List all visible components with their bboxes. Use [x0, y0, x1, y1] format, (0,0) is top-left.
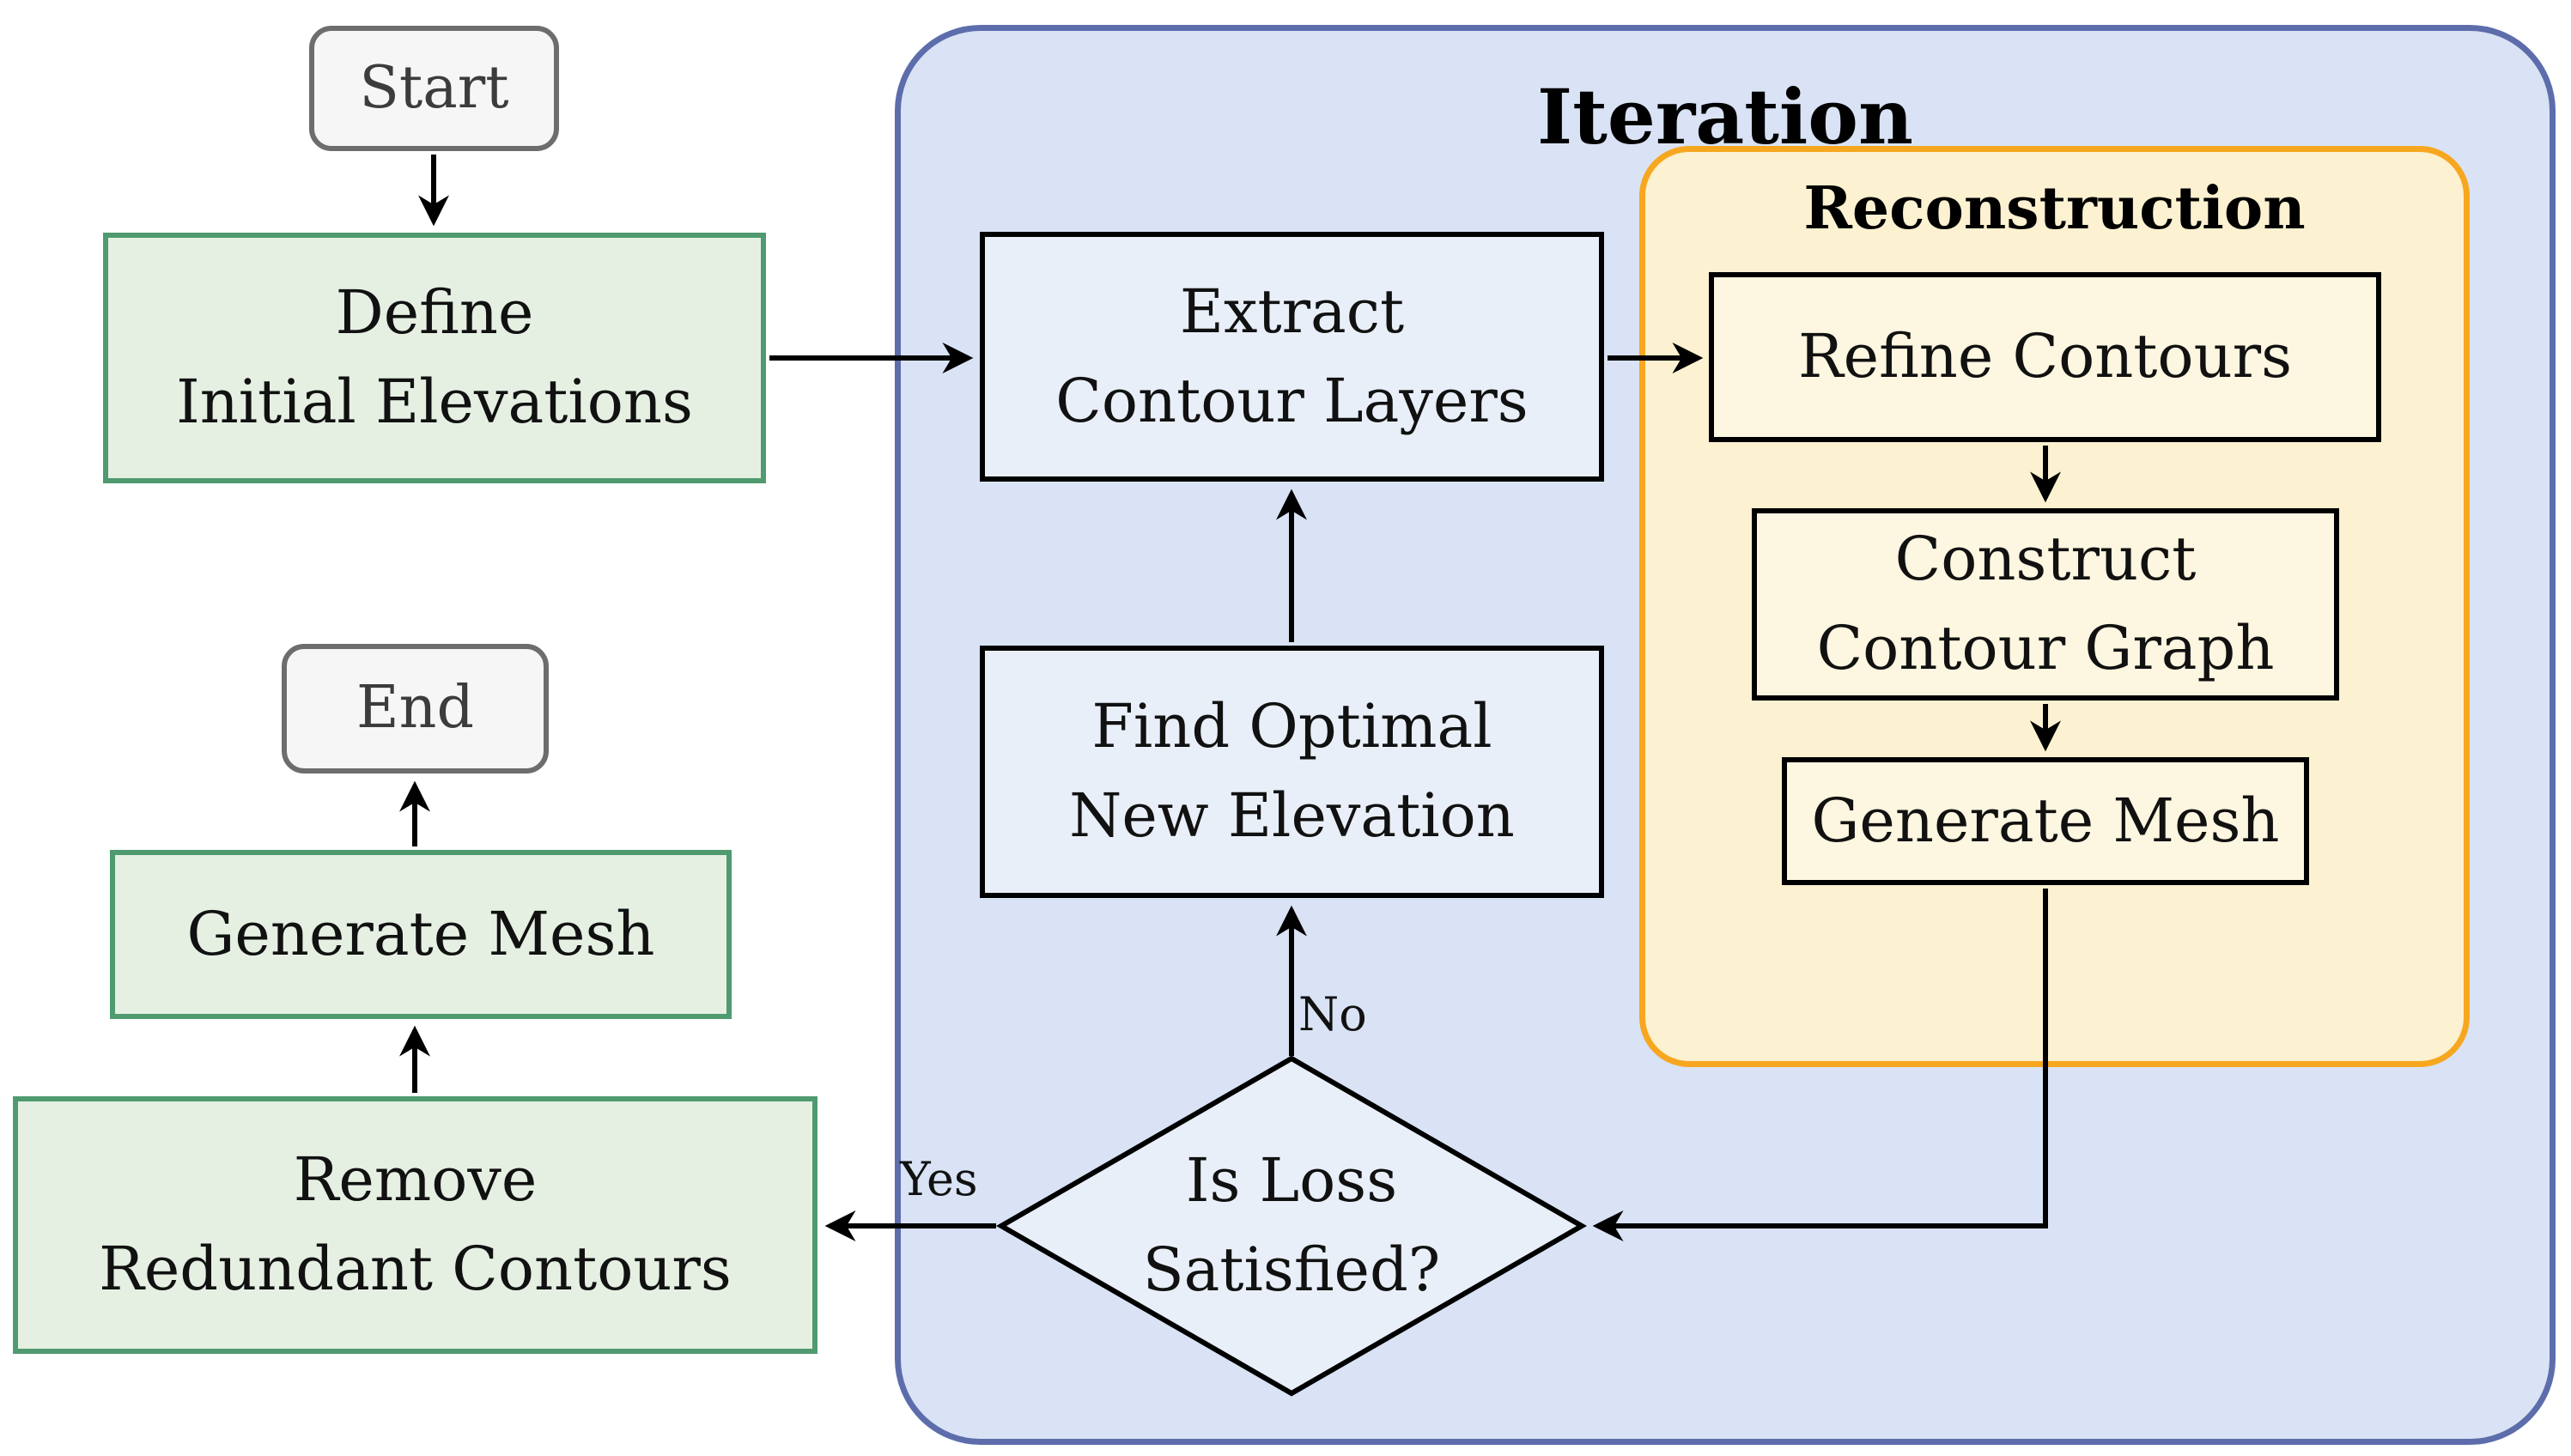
- no-edge-label: No: [1298, 987, 1367, 1041]
- extract-label-line1: Extract: [1179, 276, 1405, 347]
- remove-label-line1: Remove: [293, 1144, 538, 1216]
- is-loss-satisfied-line2: Satisfied?: [1142, 1235, 1441, 1305]
- generate-mesh-reconstruction-label: Generate Mesh: [1811, 785, 2280, 856]
- yes-edge-label: Yes: [900, 1152, 978, 1206]
- find-optimal-label-line2: New Elevation: [1069, 780, 1515, 851]
- is-loss-satisfied-line1: Is Loss: [1185, 1145, 1398, 1216]
- find-optimal-new-elevation-node: Find Optimal New Elevation: [980, 646, 1604, 898]
- generate-mesh-reconstruction-node: Generate Mesh: [1782, 757, 2309, 885]
- extract-label-line2: Contour Layers: [1055, 365, 1529, 436]
- refine-contours-label: Refine Contours: [1797, 321, 2293, 392]
- construct-contour-graph-node: Construct Contour Graph: [1752, 508, 2339, 701]
- remove-redundant-contours-node: Remove Redundant Contours: [13, 1096, 817, 1354]
- extract-contour-layers-node: Extract Contour Layers: [980, 232, 1604, 482]
- define-label-line1: Define: [335, 277, 534, 349]
- reconstruction-title: Reconstruction: [1803, 174, 2306, 243]
- construct-label-line2: Contour Graph: [1816, 613, 2275, 683]
- start-label: Start: [359, 53, 509, 122]
- refine-contours-node: Refine Contours: [1709, 272, 2381, 442]
- generate-mesh-final-node: Generate Mesh: [110, 850, 732, 1019]
- end-label: End: [356, 674, 474, 743]
- is-loss-satisfied-decision: Is Loss Satisfied?: [1120, 1101, 1463, 1350]
- decision-diamond-shape: [995, 1055, 1588, 1397]
- end-node: End: [282, 644, 549, 774]
- remove-label-line2: Redundant Contours: [99, 1234, 732, 1304]
- start-node: Start: [309, 26, 559, 151]
- define-initial-elevations-node: Define Initial Elevations: [103, 233, 766, 483]
- generate-mesh-final-label: Generate Mesh: [186, 898, 655, 969]
- find-optimal-label-line1: Find Optimal: [1091, 691, 1492, 762]
- edge-generate-mesh-to-diamond: [1592, 889, 2048, 1241]
- define-label-line2: Initial Elevations: [176, 367, 693, 437]
- construct-label-line1: Construct: [1894, 524, 2197, 595]
